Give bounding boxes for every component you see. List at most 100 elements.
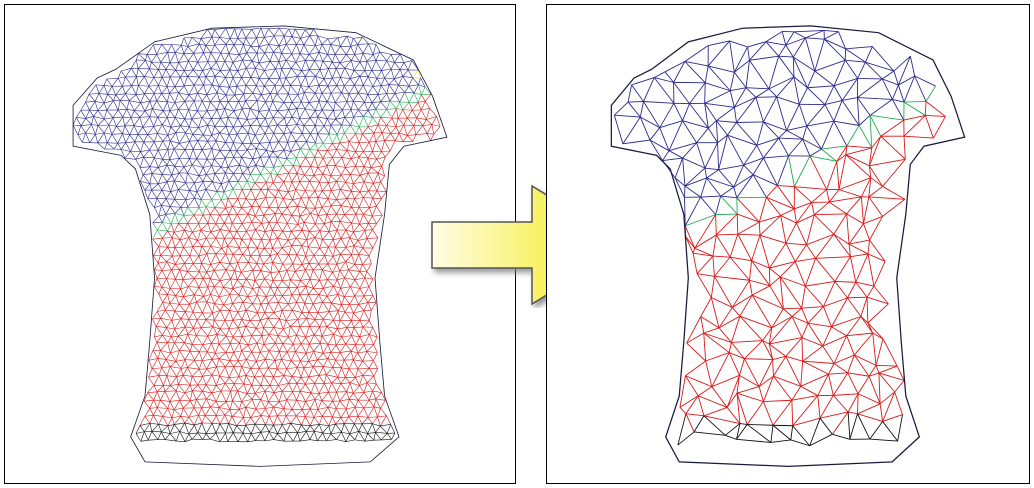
mesh-edge bbox=[217, 110, 220, 119]
mesh-edge bbox=[301, 425, 306, 431]
mesh-edge bbox=[166, 353, 170, 359]
mesh-edge bbox=[253, 270, 261, 271]
mesh-edge bbox=[78, 135, 82, 142]
mesh-edge bbox=[213, 182, 217, 192]
mesh-edge bbox=[387, 94, 390, 101]
mesh-edge bbox=[353, 353, 357, 360]
mesh-edge bbox=[760, 235, 769, 268]
mesh-edge bbox=[317, 359, 327, 360]
mesh-edge bbox=[279, 46, 282, 53]
mesh-edge bbox=[153, 415, 162, 416]
mesh-edge bbox=[721, 196, 738, 214]
mesh-edge bbox=[363, 321, 369, 327]
mesh-edge bbox=[104, 133, 107, 143]
mesh-edge bbox=[170, 70, 176, 77]
mesh-edge bbox=[190, 345, 192, 352]
mesh-edge bbox=[353, 37, 362, 38]
mesh-edge bbox=[292, 95, 298, 103]
mesh-edge bbox=[346, 440, 355, 442]
mesh-edge bbox=[220, 126, 226, 132]
mesh-edge bbox=[113, 110, 118, 118]
mesh-edge bbox=[364, 383, 367, 393]
mesh-edge bbox=[374, 407, 377, 417]
mesh-edge bbox=[230, 70, 233, 78]
mesh-edge bbox=[145, 111, 150, 117]
mesh-edge bbox=[407, 110, 412, 118]
mesh-edge bbox=[183, 247, 192, 248]
mesh-edge bbox=[300, 295, 305, 303]
mesh-edge bbox=[331, 200, 337, 206]
mesh-edge bbox=[291, 361, 297, 367]
mesh-edge bbox=[288, 190, 295, 192]
mesh-edge bbox=[170, 53, 175, 63]
mesh-edge bbox=[247, 144, 251, 150]
mesh-edge bbox=[157, 133, 167, 135]
mesh-edge bbox=[915, 76, 936, 86]
mesh-edge bbox=[380, 408, 386, 415]
mesh-edge bbox=[340, 392, 347, 401]
mesh-edge bbox=[264, 248, 270, 255]
mesh-edge bbox=[337, 270, 339, 280]
mesh-edge bbox=[241, 207, 252, 208]
mesh-edge bbox=[314, 424, 319, 431]
mesh-edge bbox=[82, 133, 85, 142]
mesh-edge bbox=[829, 190, 839, 202]
mesh-edge bbox=[175, 270, 179, 279]
mesh-edge bbox=[253, 295, 258, 303]
mesh-edge bbox=[202, 141, 207, 149]
mesh-edge bbox=[340, 312, 345, 320]
mesh-edge bbox=[247, 150, 253, 159]
mesh-edge bbox=[269, 197, 275, 208]
mesh-edge bbox=[319, 52, 323, 61]
mesh-edge bbox=[179, 304, 185, 311]
mesh-edge bbox=[121, 71, 125, 77]
mesh-edge bbox=[332, 272, 337, 280]
mesh-edge bbox=[220, 310, 225, 320]
mesh-edge bbox=[335, 165, 345, 167]
mesh-edge bbox=[374, 125, 378, 133]
mesh-edge bbox=[206, 434, 210, 439]
mesh-edge bbox=[148, 377, 154, 385]
mesh-edge bbox=[883, 339, 897, 366]
mesh-edge bbox=[355, 375, 362, 377]
mesh-edge bbox=[832, 327, 847, 336]
mesh-edge bbox=[363, 361, 369, 368]
mesh-edge bbox=[322, 240, 328, 247]
mesh-edge bbox=[295, 344, 301, 352]
mesh-edge bbox=[194, 399, 196, 407]
mesh-edge bbox=[288, 94, 297, 95]
mesh-edge bbox=[414, 118, 417, 126]
mesh-edge bbox=[255, 216, 262, 223]
mesh-edge bbox=[282, 53, 292, 54]
mesh-edge bbox=[309, 93, 315, 102]
mesh-edge bbox=[199, 352, 202, 361]
mesh-edge bbox=[244, 38, 246, 44]
mesh-edge bbox=[225, 61, 233, 62]
mesh-edge bbox=[346, 182, 352, 191]
mesh-edge bbox=[136, 94, 144, 95]
mesh-edge bbox=[274, 393, 279, 402]
mesh-edge bbox=[365, 230, 373, 231]
mesh-edge bbox=[170, 425, 174, 434]
mesh-edge bbox=[373, 224, 377, 230]
mesh-edge bbox=[349, 142, 359, 143]
mesh-edge bbox=[323, 367, 326, 375]
mesh-edge bbox=[376, 141, 382, 151]
mesh-edge bbox=[237, 208, 241, 215]
mesh-edge bbox=[234, 44, 244, 45]
mesh-edge bbox=[199, 287, 204, 296]
mesh-edge bbox=[278, 302, 282, 310]
mesh-edge bbox=[380, 416, 386, 426]
mesh-edge bbox=[212, 359, 219, 360]
mesh-edge bbox=[372, 215, 382, 216]
mesh-edge bbox=[210, 208, 214, 215]
mesh-edge bbox=[786, 243, 807, 245]
mesh-edge bbox=[368, 295, 373, 302]
mesh-edge bbox=[107, 79, 112, 86]
mesh-edge bbox=[771, 440, 791, 442]
mesh-edge bbox=[194, 425, 197, 433]
mesh-edge bbox=[138, 77, 144, 86]
mesh-edge bbox=[170, 367, 181, 369]
mesh-edge bbox=[331, 93, 335, 102]
mesh-edge bbox=[175, 118, 180, 126]
